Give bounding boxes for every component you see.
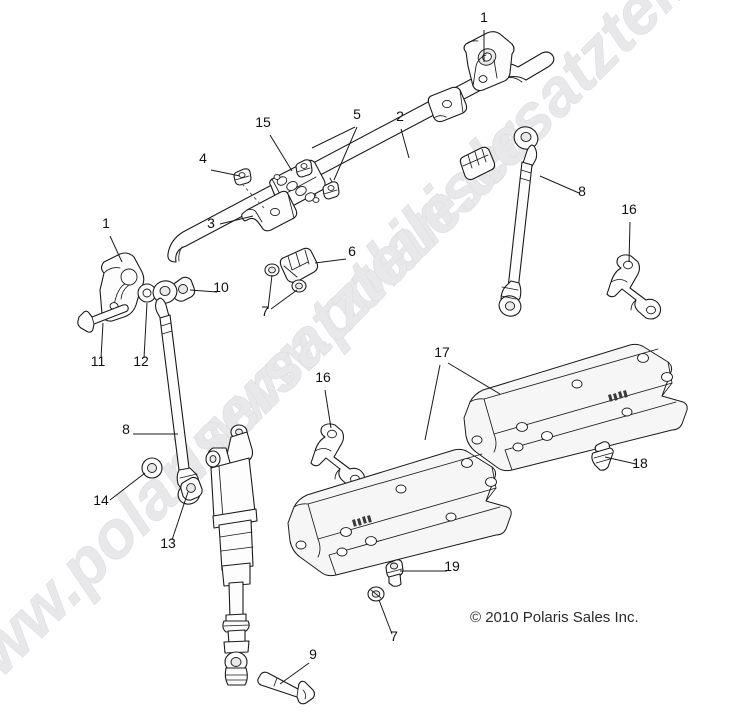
copyright-notice: © 2010 Polaris Sales Inc. bbox=[470, 609, 639, 626]
leader-line bbox=[628, 221, 631, 263]
callout-number: 4 bbox=[199, 150, 207, 166]
leader-line bbox=[109, 472, 146, 501]
callout-number: 13 bbox=[160, 535, 176, 551]
part-bushing-block-left bbox=[99, 252, 145, 322]
leader-line bbox=[539, 175, 580, 194]
part-skid-plate-lower bbox=[287, 448, 512, 577]
leader-line bbox=[311, 126, 356, 149]
part-flange-nut-5b bbox=[322, 181, 340, 200]
leader-line bbox=[333, 126, 358, 181]
leader-line bbox=[189, 289, 218, 293]
callout-9: 9 bbox=[279, 646, 317, 685]
part-flange-nut-5a bbox=[295, 159, 313, 178]
callout-7: 7 bbox=[261, 274, 298, 319]
callout-4: 4 bbox=[199, 150, 241, 177]
callout-number: 3 bbox=[207, 215, 215, 231]
leader-line bbox=[378, 599, 393, 635]
part-shock-absorber bbox=[205, 424, 258, 686]
part-hex-nut-7-bottom bbox=[367, 586, 385, 602]
callout-5: 5 bbox=[311, 106, 361, 181]
callout-16: 16 bbox=[315, 369, 332, 429]
callout-number: 1 bbox=[480, 9, 488, 25]
part-bushing-block-top bbox=[463, 31, 515, 92]
callout-13: 13 bbox=[160, 491, 189, 551]
callout-18: 18 bbox=[604, 455, 648, 471]
callout-number: 17 bbox=[434, 344, 450, 360]
leader-line bbox=[314, 258, 347, 264]
leader-line bbox=[324, 389, 332, 429]
callout-10: 10 bbox=[189, 279, 229, 295]
part-bar-saddle-upper bbox=[427, 86, 468, 123]
callout-number: 6 bbox=[348, 243, 356, 259]
callout-8: 8 bbox=[539, 175, 586, 199]
part-cable-clip bbox=[279, 247, 319, 283]
callout-number: 5 bbox=[353, 106, 361, 122]
callout-number: 9 bbox=[309, 646, 317, 662]
callout-14: 14 bbox=[93, 472, 146, 508]
callout-17: 17 bbox=[424, 344, 501, 441]
callout-number: 7 bbox=[261, 303, 269, 319]
part-washer-14 bbox=[141, 457, 163, 479]
callout-15: 15 bbox=[255, 114, 293, 172]
leader-line bbox=[604, 456, 637, 465]
callout-number: 15 bbox=[255, 114, 271, 130]
callout-12: 12 bbox=[133, 302, 149, 369]
callout-11: 11 bbox=[91, 322, 106, 369]
callout-8: 8 bbox=[122, 421, 178, 437]
callout-number: 16 bbox=[621, 201, 637, 217]
leader-line bbox=[400, 128, 410, 159]
callout-number: 11 bbox=[91, 353, 106, 369]
part-hex-nut-7a bbox=[264, 263, 280, 277]
callout-6: 6 bbox=[314, 243, 356, 264]
callout-number: 10 bbox=[213, 279, 229, 295]
part-push-rivet-18 bbox=[591, 441, 614, 471]
leader-line bbox=[424, 364, 441, 441]
part-skid-plate-upper bbox=[463, 343, 688, 472]
callout-2: 2 bbox=[396, 108, 410, 159]
part-bolt-9 bbox=[257, 671, 316, 705]
callout-number: 14 bbox=[93, 492, 109, 508]
callout-16: 16 bbox=[621, 201, 637, 263]
part-nut-13 bbox=[180, 476, 203, 501]
leader-line bbox=[270, 289, 298, 310]
part-washer-12 bbox=[137, 283, 157, 303]
skid-plate-upper-emboss bbox=[607, 390, 628, 402]
part-hex-nut-7b bbox=[291, 279, 307, 293]
part-bracket-16-right bbox=[606, 254, 662, 320]
leader-line bbox=[210, 169, 241, 177]
part-small-nut-4 bbox=[233, 168, 252, 186]
callout-1: 1 bbox=[102, 215, 123, 263]
leader-line bbox=[100, 322, 104, 359]
part-link-rod-right bbox=[498, 126, 539, 317]
leader-line bbox=[269, 134, 293, 172]
callout-19: 19 bbox=[400, 558, 460, 574]
callout-number: 8 bbox=[122, 421, 130, 437]
leader-line bbox=[219, 215, 254, 225]
callout-1: 1 bbox=[480, 9, 488, 62]
callout-number: 12 bbox=[133, 353, 149, 369]
part-flange-bolt-19 bbox=[385, 559, 404, 587]
callout-number: 7 bbox=[390, 628, 398, 644]
callout-number: 1 bbox=[102, 215, 110, 231]
part-bar-clip-upper bbox=[459, 146, 496, 181]
callout-3: 3 bbox=[207, 215, 254, 231]
part-bracket-16-middle bbox=[310, 423, 366, 489]
leader-line bbox=[267, 274, 273, 310]
callout-number: 16 bbox=[315, 369, 331, 385]
leader-line bbox=[171, 491, 189, 541]
leader-line bbox=[143, 302, 148, 359]
callout-7: 7 bbox=[378, 599, 398, 644]
callout-number: 2 bbox=[396, 108, 404, 124]
callout-number: 19 bbox=[444, 558, 460, 574]
part-bolt-11 bbox=[77, 304, 129, 333]
skid-plate-lower-emboss bbox=[352, 515, 372, 527]
part-bushing-saddle bbox=[241, 190, 298, 232]
leader-line bbox=[109, 235, 123, 263]
leader-line bbox=[447, 362, 501, 395]
callout-number: 8 bbox=[578, 183, 586, 199]
callout-number: 18 bbox=[632, 455, 648, 471]
leader-line bbox=[279, 662, 310, 685]
